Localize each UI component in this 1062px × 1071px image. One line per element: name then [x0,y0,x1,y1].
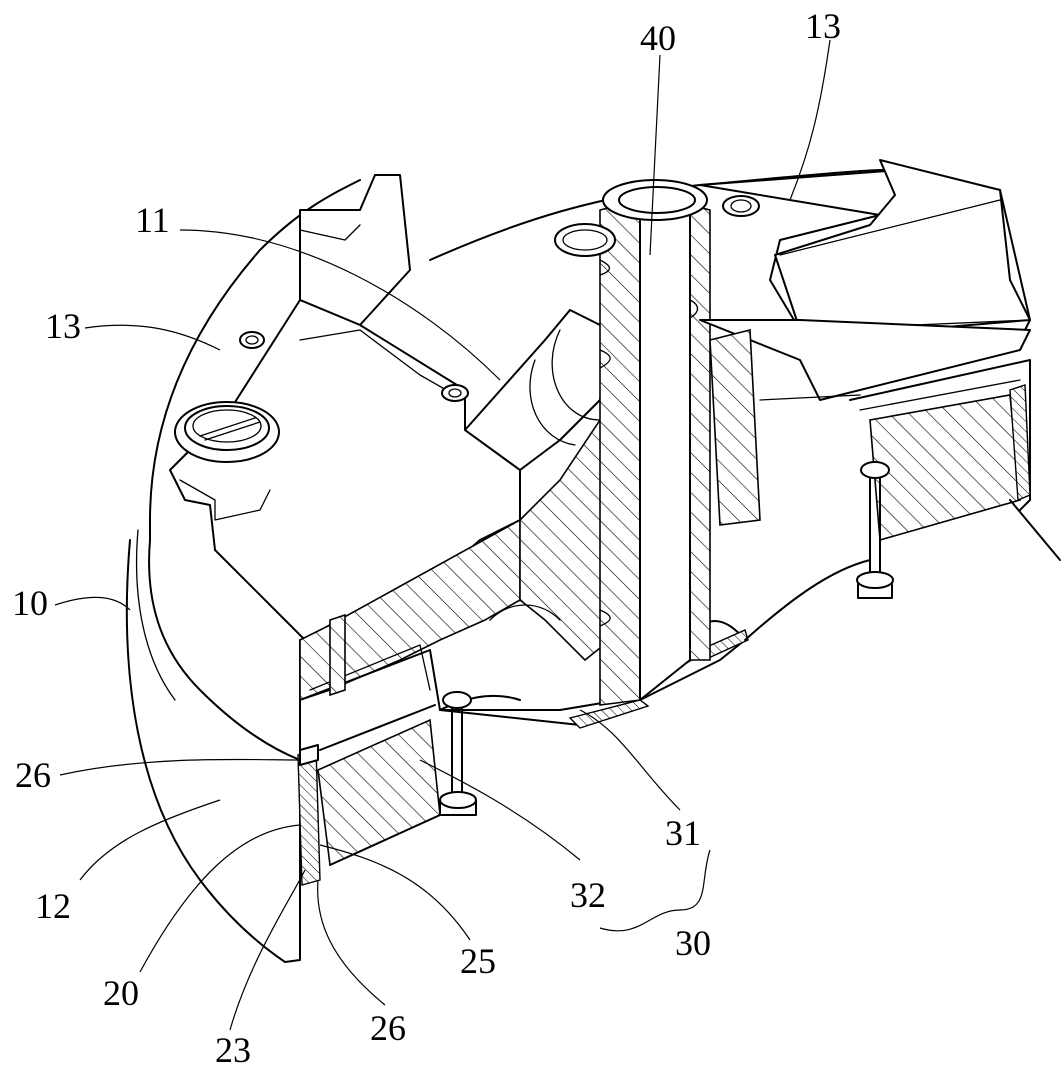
coil-assembly-right [759,359,1061,599]
label-11: 11 [135,200,170,240]
label-13-right: 13 [805,6,841,46]
nut-icon [439,791,477,809]
label-26-lower: 26 [370,1008,406,1048]
label-30: 30 [675,923,711,963]
label-13-left: 13 [45,306,81,346]
central-shaft [599,179,711,706]
round-cap-icon [174,401,280,463]
label-12: 12 [35,886,71,926]
coil-assembly-left [297,613,477,886]
nut-icon [856,571,894,589]
label-20: 20 [103,973,139,1013]
leader-lines [54,39,831,1031]
label-25: 25 [460,941,496,981]
bolt-hole-icon [441,384,469,402]
bolt-hole-icon [239,331,265,349]
label-23: 23 [215,1030,251,1070]
top-plate-right [554,159,1031,526]
center-boss [299,309,611,702]
base-plate [439,559,871,729]
label-32: 32 [570,875,606,915]
bolt-hole-icon [722,195,760,217]
label-26-upper: 26 [15,755,51,795]
top-plate-left [169,174,521,641]
reference-labels: 40 13 11 13 10 26 12 20 23 25 26 32 31 3… [12,6,841,1070]
label-31: 31 [665,813,701,853]
round-cap-icon [554,223,616,257]
label-40: 40 [640,18,676,58]
label-10: 10 [12,583,48,623]
